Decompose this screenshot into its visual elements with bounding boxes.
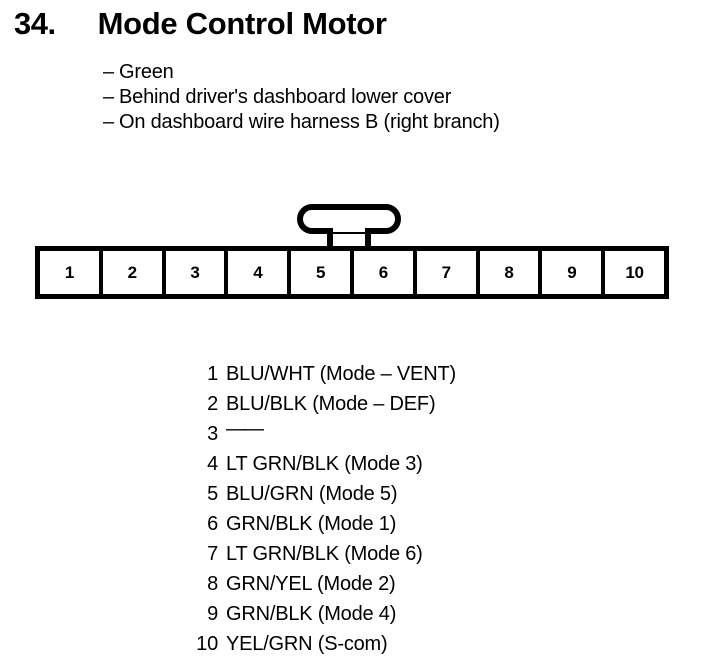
legend-pin-label: BLU/WHT (Mode – VENT) (226, 363, 456, 385)
legend-pin-number: 1 (207, 363, 218, 385)
legend-pin-label: GRN/BLK (Mode 1) (226, 513, 397, 535)
legend-pin-label: BLU/BLK (Mode – DEF) (226, 393, 436, 415)
legend-pin-label: LT GRN/BLK (Mode 6) (226, 543, 423, 565)
connector-pin-2[interactable]: 2 (100, 251, 164, 294)
note-line: –On dashboard wire harness B (right bran… (103, 110, 663, 135)
legend-row: 4 LT GRN/BLK (Mode 3) (188, 452, 608, 482)
legend-row: 3 —— (188, 418, 608, 452)
note-line: –Behind driver's dashboard lower cover (103, 85, 663, 110)
legend-pin-label: GRN/YEL (Mode 2) (226, 573, 396, 595)
legend-pin-label: BLU/GRN (Mode 5) (226, 483, 398, 505)
legend-row: 7 LT GRN/BLK (Mode 6) (188, 542, 608, 572)
connector-pin-10[interactable]: 10 (603, 251, 664, 294)
connector-pin-9[interactable]: 9 (540, 251, 604, 294)
note-line: –Green (103, 60, 663, 85)
legend-pin-number: 4 (207, 453, 218, 475)
latch-tab-leg-left (327, 228, 333, 250)
dash-icon: – (103, 86, 114, 108)
legend-pin-label: —— (226, 418, 264, 440)
note-text: Behind driver's dashboard lower cover (119, 86, 452, 108)
legend-row: 8 GRN/YEL (Mode 2) (188, 572, 608, 602)
connector-pin-1[interactable]: 1 (40, 251, 101, 294)
dash-icon: – (103, 61, 114, 83)
connector-pin-7[interactable]: 7 (414, 251, 478, 294)
latch-tab-leg-right (365, 228, 371, 250)
legend-pin-label: YEL/GRN (S-com) (226, 633, 388, 655)
component-notes-list: –Green –Behind driver's dashboard lower … (103, 60, 663, 135)
legend-row: 10 YEL/GRN (S-com) (188, 632, 608, 662)
note-text: Green (119, 61, 174, 83)
item-number: 34. (14, 6, 56, 41)
legend-pin-number: 6 (207, 513, 218, 535)
legend-pin-number: 10 (196, 633, 218, 655)
dash-icon: – (103, 111, 114, 133)
legend-pin-number: 7 (207, 543, 218, 565)
legend-pin-number: 5 (207, 483, 218, 505)
legend-pin-number: 9 (207, 603, 218, 625)
component-title: Mode Control Motor (97, 6, 387, 41)
connector-pin-row: 1 2 3 4 5 6 7 8 9 10 (35, 246, 669, 299)
legend-row: 5 BLU/GRN (Mode 5) (188, 482, 608, 512)
connector-diagram: 1 2 3 4 5 6 7 8 9 10 (35, 204, 669, 299)
connector-pin-6[interactable]: 6 (351, 251, 415, 294)
legend-pin-number: 2 (207, 393, 218, 415)
connector-pin-5[interactable]: 5 (289, 251, 352, 294)
note-text: On dashboard wire harness B (right branc… (119, 111, 500, 133)
connector-pin-3[interactable]: 3 (163, 251, 227, 294)
legend-pin-label: LT GRN/BLK (Mode 3) (226, 453, 423, 475)
connector-pin-8[interactable]: 8 (477, 251, 541, 294)
legend-row: 6 GRN/BLK (Mode 1) (188, 512, 608, 542)
legend-row: 9 GRN/BLK (Mode 4) (188, 602, 608, 632)
connector-pin-4[interactable]: 4 (226, 251, 290, 294)
legend-pin-number: 8 (207, 573, 218, 595)
legend-row: 1 BLU/WHT (Mode – VENT) (188, 362, 608, 392)
latch-tab-notch (333, 223, 365, 232)
legend-pin-number: 3 (207, 423, 218, 445)
legend-row: 2 BLU/BLK (Mode – DEF) (188, 392, 608, 422)
pin-legend-list: 1 BLU/WHT (Mode – VENT) 2 BLU/BLK (Mode … (188, 362, 608, 662)
latch-tab-icon (297, 204, 401, 250)
legend-pin-label: GRN/BLK (Mode 4) (226, 603, 397, 625)
page-title: 34. Mode Control Motor (14, 6, 387, 42)
